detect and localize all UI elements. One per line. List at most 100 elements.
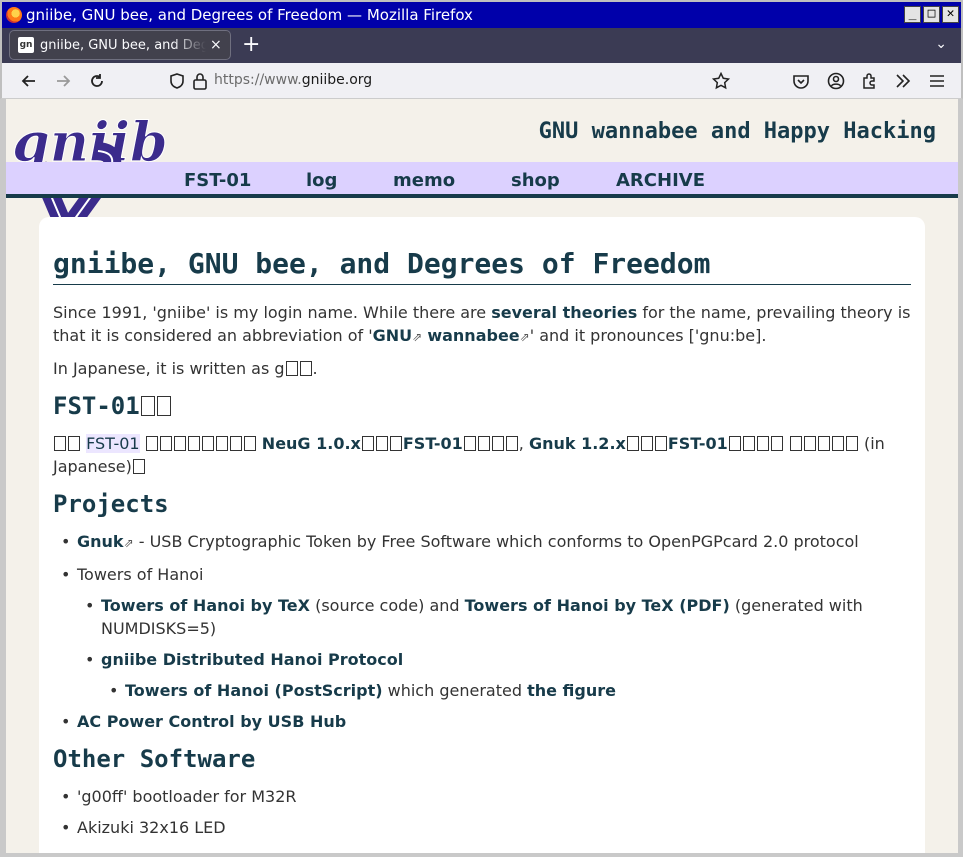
menu-shop[interactable]: shop — [511, 170, 560, 191]
menu-fst01[interactable]: FST-01 — [184, 170, 252, 191]
gnuk-description: - USB Cryptographic Token by Free Softwa… — [133, 532, 859, 551]
page-viewport: gniibe GNU wannabee and Happy Hacking FS… — [6, 99, 958, 853]
shield-icon[interactable] — [168, 72, 186, 90]
forward-icon[interactable] — [54, 72, 72, 90]
site-favicon-icon: gn — [18, 37, 34, 53]
hanoi-source-text: (source code) and — [309, 596, 465, 615]
fst01-link[interactable]: FST-01 — [86, 434, 140, 453]
site-tagline: GNU wannabee and Happy Hacking — [538, 119, 936, 144]
towers-of-hanoi-text: Towers of Hanoi — [77, 565, 204, 584]
bookmark-star-icon[interactable] — [712, 72, 730, 90]
missing-glyph — [477, 436, 490, 451]
list-all-tabs-icon[interactable]: ⌄ — [935, 36, 947, 52]
missing-glyph — [68, 436, 80, 451]
missing-glyph — [789, 436, 802, 451]
missing-glyph — [173, 436, 186, 451]
missing-glyph — [243, 436, 256, 451]
tab-label: gniibe, GNU bee, and Degrees of Freedom — [40, 37, 206, 53]
missing-glyph — [728, 436, 741, 451]
gnuk-version-link[interactable]: Gnuk 1.2.x — [528, 434, 626, 453]
reload-icon[interactable] — [88, 72, 106, 90]
missing-glyph — [54, 436, 66, 451]
minimize-button[interactable]: _ — [904, 6, 921, 23]
ac-power-link[interactable]: AC Power Control by USB Hub — [77, 712, 347, 731]
list-item: Akizuki 32x16 LED — [53, 816, 911, 839]
window-controls: _ □ ✕ — [904, 6, 959, 23]
close-window-button[interactable]: ✕ — [942, 6, 959, 23]
missing-glyph — [145, 436, 158, 451]
list-item: Towers of Hanoi Towers of Hanoi by TeX (… — [53, 563, 911, 702]
hanoi-pdf-link[interactable]: Towers of Hanoi by TeX (PDF) — [464, 596, 730, 615]
maximize-button[interactable]: □ — [923, 6, 940, 23]
missing-glyph — [491, 436, 504, 451]
missing-glyph — [756, 436, 769, 451]
menu-log[interactable]: log — [306, 170, 338, 191]
missing-glyph — [817, 436, 830, 451]
gnuk-fst01-link[interactable]: FST-01 — [667, 434, 728, 453]
account-icon[interactable] — [827, 72, 845, 90]
intro-text: for the name, prevailing theory is that … — [53, 303, 911, 345]
page-title: gniibe, GNU bee, and Degrees of Freedom — [53, 247, 911, 285]
list-item: gniibe Distributed Hanoi Protocol Towers… — [77, 648, 911, 702]
gdhp-link[interactable]: gniibe Distributed Hanoi Protocol — [101, 650, 404, 669]
missing-glyph — [505, 436, 518, 451]
fst01-heading-text: FST-01 — [53, 392, 140, 420]
missing-glyph — [375, 436, 388, 451]
hanoi-tex-link[interactable]: Towers of Hanoi by TeX — [101, 596, 310, 615]
the-figure-link[interactable]: the figure — [527, 681, 616, 700]
hamburger-menu-icon[interactable] — [928, 72, 946, 90]
hanoi-generated-text: (generated with NUMDISKS=5) — [101, 596, 863, 638]
missing-glyph — [285, 361, 298, 376]
japanese-paragraph: In Japanese, it is written as g. — [53, 359, 318, 378]
menu-memo[interactable]: memo — [393, 170, 456, 191]
missing-glyph — [831, 436, 844, 451]
pocket-icon[interactable] — [792, 72, 810, 90]
several-theories-link[interactable]: several theories — [491, 303, 638, 322]
url-prefix: https://www. — [214, 72, 302, 88]
tab-close-icon[interactable]: × — [210, 37, 222, 53]
japanese-text: In Japanese, it is written as g — [53, 359, 285, 378]
lock-icon[interactable] — [192, 72, 208, 90]
other-software-heading: Other Software — [53, 745, 256, 773]
missing-glyph — [626, 436, 639, 451]
fst01-heading: FST-01 — [53, 392, 911, 420]
menu-archive[interactable]: ARCHIVE — [616, 170, 705, 191]
neug-link[interactable]: NeuG 1.0.x — [261, 434, 361, 453]
back-icon[interactable] — [20, 72, 38, 90]
gnuk-link[interactable]: Gnuk — [77, 532, 124, 551]
tab-gniibe[interactable]: gn gniibe, GNU bee, and Degrees of Freed… — [10, 31, 230, 59]
window-title: gniibe, GNU bee, and Degrees of Freedom … — [26, 6, 473, 24]
missing-glyph — [159, 436, 172, 451]
list-item: 'g00ff' bootloader for M32R — [53, 785, 911, 808]
projects-heading: Projects — [53, 490, 169, 518]
gdhp-sublist: Towers of Hanoi (PostScript) which gener… — [101, 679, 911, 702]
intro-text: Since 1991, 'gniibe' is my login name. W… — [53, 303, 492, 322]
missing-glyph — [361, 436, 374, 451]
new-tab-button[interactable]: + — [242, 32, 261, 57]
other-software-list: 'g00ff' bootloader for M32R Akizuki 32x1… — [53, 785, 911, 839]
list-item: Towers of Hanoi by TeX (source code) and… — [77, 594, 911, 640]
external-link-icon: ⇗ — [123, 536, 134, 550]
missing-glyph — [803, 436, 816, 451]
missing-glyph — [229, 436, 242, 451]
article-card: gniibe, GNU bee, and Degrees of Freedom … — [39, 217, 925, 853]
url-domain: gniibe.org — [301, 72, 373, 88]
missing-glyph — [201, 436, 214, 451]
missing-glyph — [770, 436, 783, 451]
projects-list: Gnuk⇗ - USB Cryptographic Token by Free … — [53, 530, 911, 733]
extensions-icon[interactable] — [861, 72, 879, 90]
missing-glyph — [215, 436, 228, 451]
neug-fst01-link[interactable]: FST-01 — [402, 434, 463, 453]
firefox-logo-icon — [6, 7, 22, 23]
url-bar[interactable]: https://www.gniibe.org — [214, 72, 372, 88]
window-titlebar: gniibe, GNU bee, and Degrees of Freedom … — [0, 0, 963, 28]
missing-glyph — [187, 436, 200, 451]
overflow-chevron-icon[interactable] — [894, 72, 912, 90]
gnu-link[interactable]: GNU — [372, 326, 413, 345]
navigation-toolbar: https://www.gniibe.org — [0, 63, 963, 99]
which-generated-text: which generated — [382, 681, 528, 700]
missing-glyph — [654, 436, 667, 451]
hanoi-postscript-link[interactable]: Towers of Hanoi (PostScript) — [125, 681, 383, 700]
wannabee-link[interactable]: wannabee — [427, 326, 520, 345]
